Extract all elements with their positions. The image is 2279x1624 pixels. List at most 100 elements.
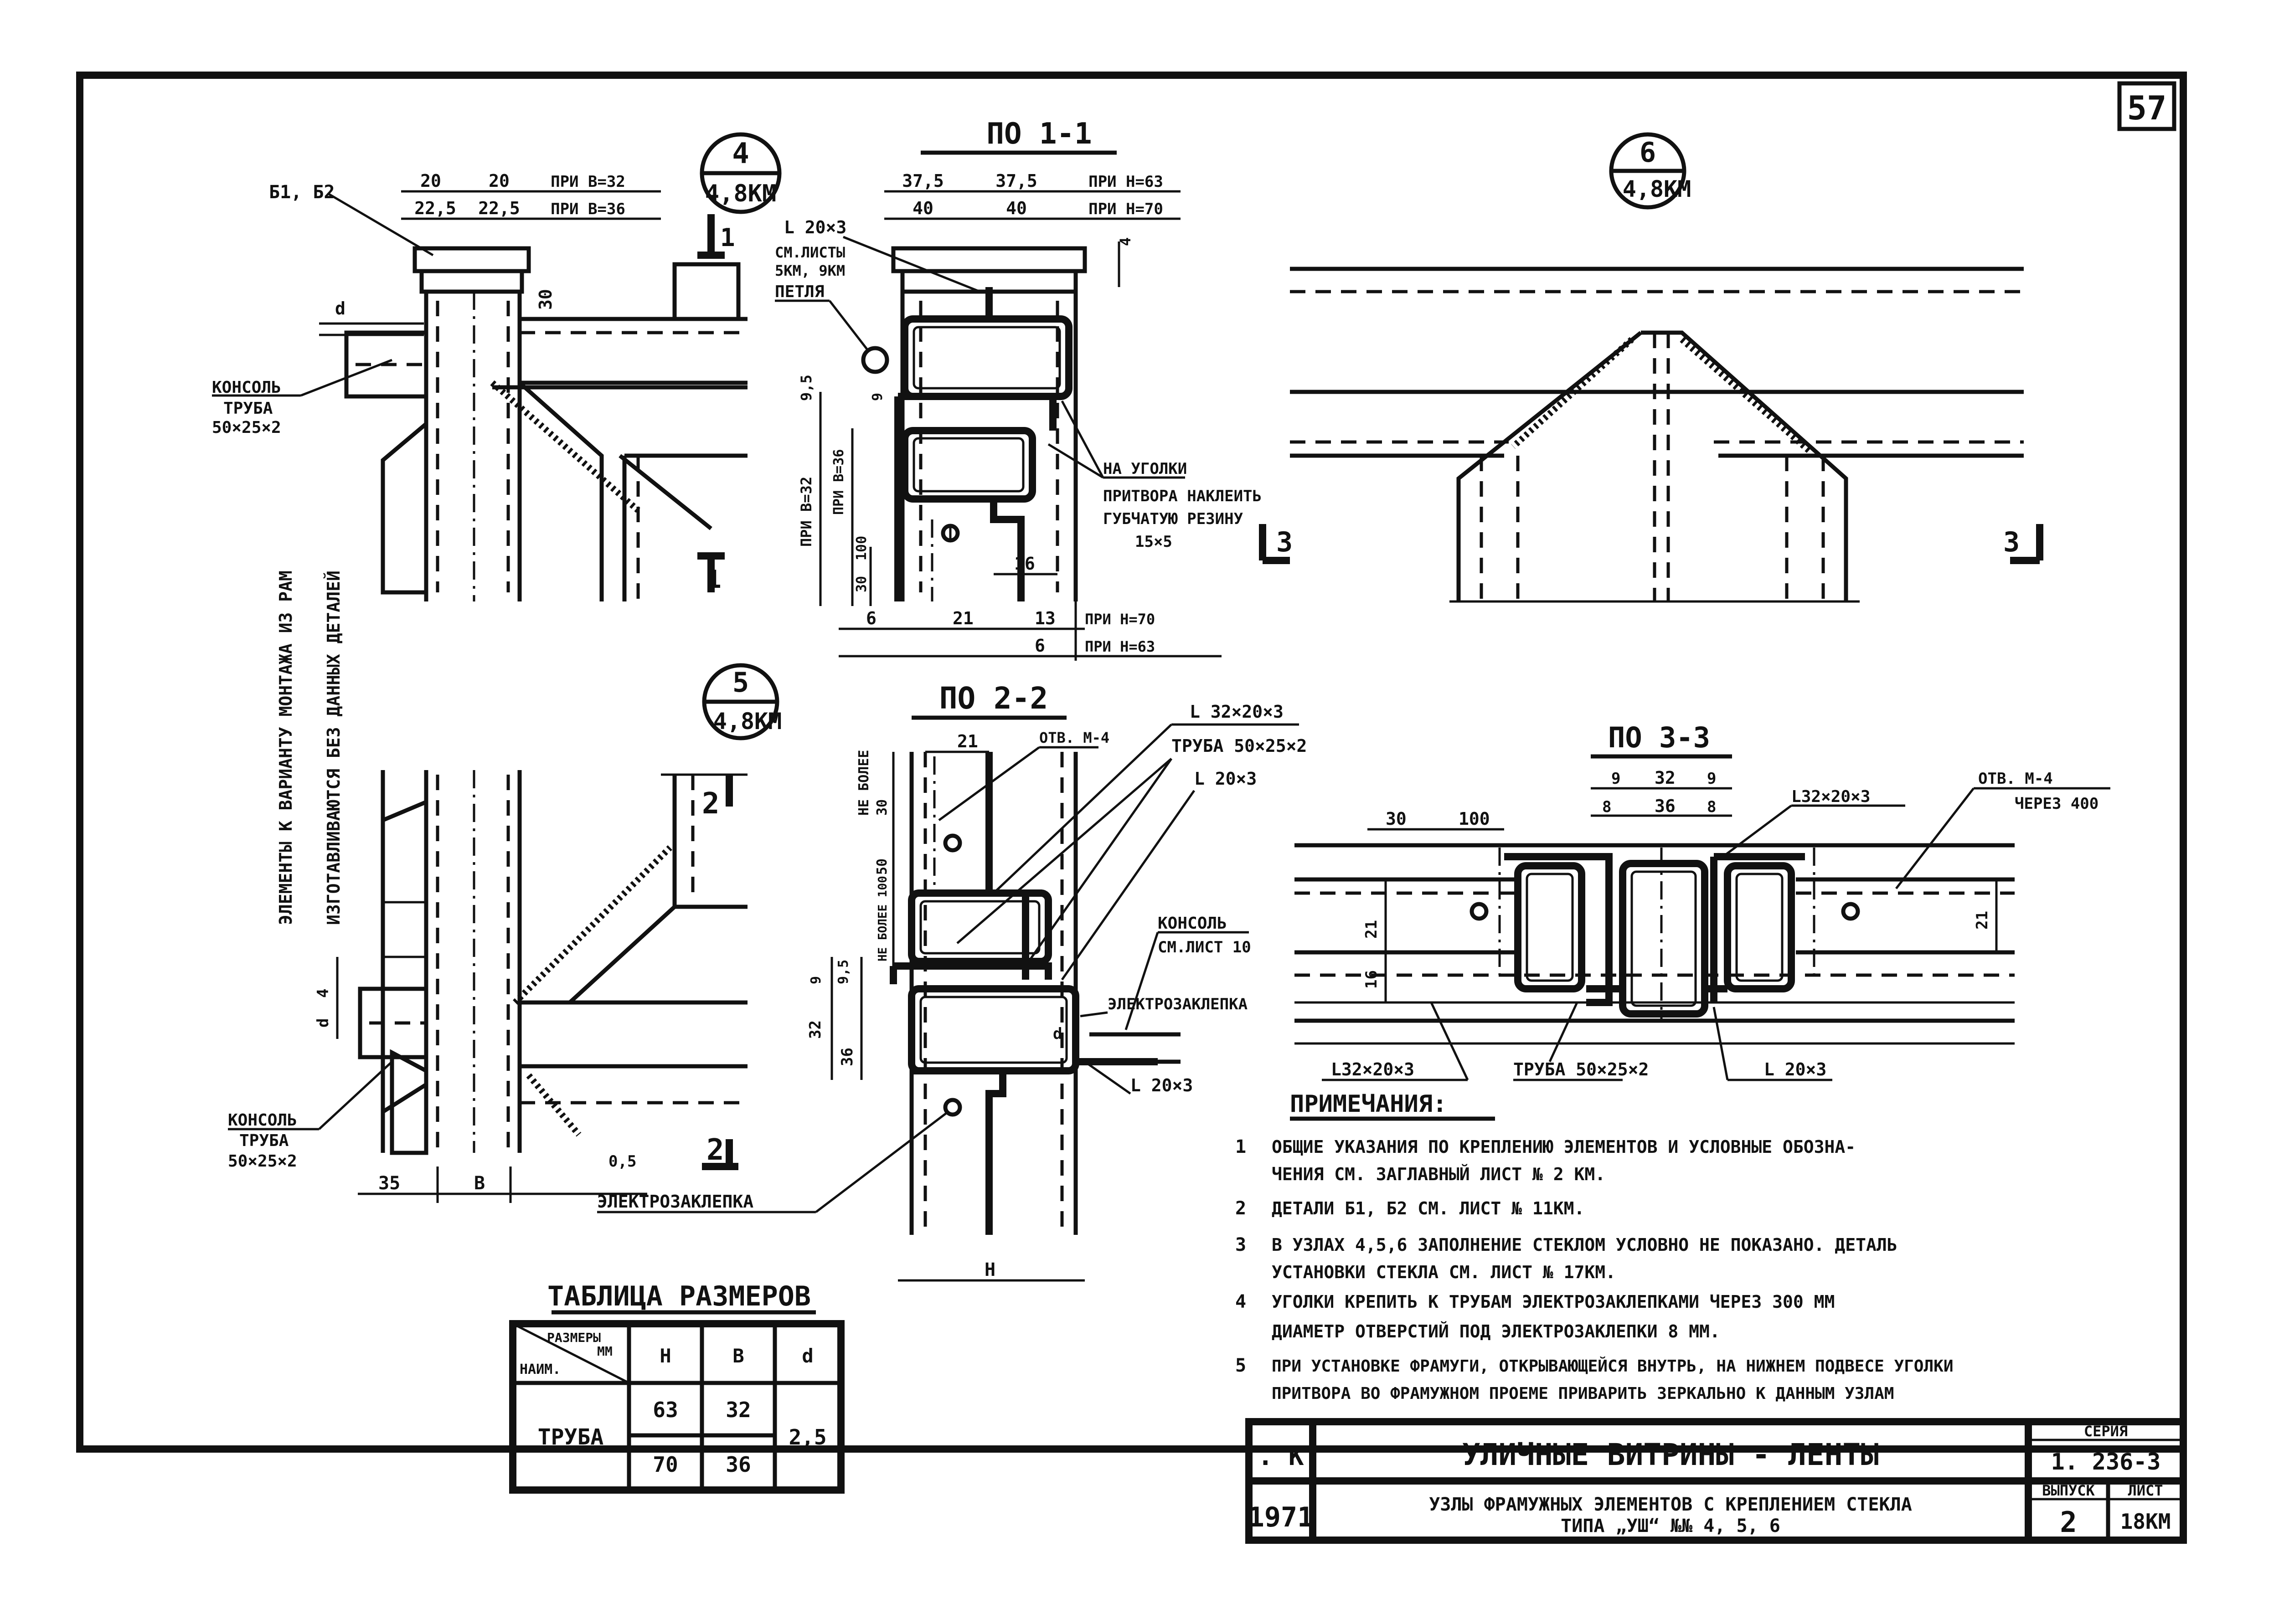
dim-d-c: d [1053, 1025, 1062, 1043]
label-l20x3-b: L 20×3 [1194, 769, 1257, 789]
sheet-number-box [2117, 81, 2176, 131]
dim-16: 16 [1014, 554, 1035, 574]
label-l32-b: L32×20×3 [1791, 787, 1870, 806]
label-truba-2: ТРУБА 50×25×2 [1171, 736, 1307, 756]
dim-pri-h70: ПРИ Н=70 [1088, 200, 1163, 218]
dim-30-a: 30 [536, 289, 556, 310]
dim-95-b: 9,5 [835, 960, 851, 984]
note-1-num: 1 [1235, 1136, 1246, 1157]
table-d: 2,5 [789, 1425, 826, 1449]
label-l20x3-d: L 20×3 [1764, 1059, 1826, 1079]
table-col-d: d [802, 1345, 813, 1367]
note-4-line1: УГОЛКИ КРЕПИТЬ К ТРУБАМ ЭЛЕКТРОЗАКЛЕПКАМ… [1272, 1292, 1835, 1312]
table-col-h: Н [660, 1345, 671, 1367]
cut-2-top: 2 [702, 787, 720, 821]
title-year: 1971 [1248, 1501, 1314, 1533]
label-cherez400: ЧЕРЕЗ 400 [2015, 795, 2099, 813]
note-4-num: 4 [1235, 1291, 1246, 1312]
sheet-number: 57 [2127, 89, 2167, 127]
dim-8-b: 8 [1707, 798, 1716, 816]
dim-9-b: 9 [808, 976, 824, 984]
detail-4-number: 4 [732, 137, 749, 170]
dim-4-b: 4 [314, 989, 332, 998]
label-rubber-size: 15×5 [1135, 533, 1172, 551]
dim-6-a: 6 [866, 608, 877, 628]
label-otv-m4: ОТВ. М-4 [1039, 729, 1109, 746]
label-konsol-2: КОНСОЛЬ [1158, 914, 1227, 933]
label-pritvora: ПРИТВОРА НАКЛЕИТЬ [1103, 487, 1262, 505]
detail-5-number: 5 [732, 667, 749, 699]
title-sub-1: УЗЛЫ ФРАМУЖНЫХ ЭЛЕМЕНТОВ С КРЕПЛЕНИЕМ СТ… [1429, 1494, 1912, 1515]
note-1-line2: ЧЕНИЯ СМ. ЗАГЛАВНЫЙ ЛИСТ № 2 КМ. [1272, 1164, 1605, 1184]
dim-32: 32 [806, 1020, 825, 1039]
dim-9-a: 9 [870, 393, 886, 401]
vertical-note-2: ИЗГОТАВЛИВАЮТСЯ БЕЗ ДАННЫХ ДЕТАЛЕЙ [324, 570, 344, 925]
label-elektro-1: ЭЛЕКТРОЗАКЛЕПКА [1108, 995, 1248, 1013]
label-pri-b32: ПРИ В=32 [798, 477, 815, 547]
section-1-1-title: ПО 1-1 [986, 117, 1092, 151]
dim-36-b: 36 [1655, 796, 1676, 816]
dim-4-a: 4 [1117, 237, 1134, 246]
label-pri-b36: ПРИ В=36 [831, 449, 847, 515]
dim-30-b: 30 [854, 576, 870, 592]
label-elektro-2: ЭЛЕКТРОЗАКЛЕПКА [597, 1192, 753, 1212]
table-h2: 70 [653, 1452, 678, 1477]
cut-1-bottom: 1 [706, 565, 722, 594]
dim-35: 35 [378, 1173, 400, 1194]
note-1-line1: ОБЩИЕ УКАЗАНИЯ ПО КРЕПЛЕНИЮ ЭЛЕМЕНТОВ И … [1272, 1137, 1856, 1157]
cut-3-right: 3 [2003, 526, 2020, 558]
label-l32: L 32×20×3 [1190, 702, 1284, 722]
table-b2: 36 [726, 1452, 751, 1477]
label-sm-list10: СМ.ЛИСТ 10 [1158, 938, 1251, 956]
table-b1: 32 [726, 1398, 751, 1422]
dim-pri-h63-b: ПРИ Н=63 [1085, 638, 1155, 655]
hinge-loop [861, 346, 889, 374]
dim-30-d: 30 [1386, 809, 1407, 829]
detail-6-number: 6 [1640, 137, 1656, 169]
dim-21-b: 21 [957, 731, 978, 751]
label-ne-bolee: НЕ БОЛЕЕ [856, 750, 872, 816]
label-ne-bolee-100: НЕ БОЛЕЕ 100 [876, 876, 890, 961]
dim-100-b: 100 [1459, 809, 1490, 829]
dim-95-a: 9,5 [798, 375, 815, 401]
dim-pri-h70-b: ПРИ Н=70 [1085, 611, 1155, 628]
note-2-line1: ДЕТАЛИ Б1, Б2 СМ. ЛИСТ № 11КМ. [1272, 1198, 1584, 1218]
detail-5-ref: 4,8КМ [713, 708, 782, 735]
vertical-note-1: ЭЛЕМЕНТЫ К ВАРИАНТУ МОНТАЖА ИЗ РАМ [276, 570, 296, 925]
label-truba-4: ТРУБА 50×25×2 [1513, 1059, 1649, 1079]
label-l20x3-a: L 20×3 [784, 217, 846, 237]
dim-16-b: 16 [1362, 970, 1381, 989]
note-3-line2: УСТАНОВКИ СТЕКЛА СМ. ЛИСТ № 17КМ. [1272, 1262, 1616, 1282]
vypusk-label: ВЫПУСК [2042, 1482, 2095, 1499]
section-1-1: ПО 1-1 37,5 37,5 ПРИ Н=63 40 40 ПРИ Н=70… [775, 117, 1262, 661]
note-5-line1: ПРИ УСТАНОВКЕ ФРАМУГИ, ОТКРЫВАЮЩЕЙСЯ ВНУ… [1272, 1357, 1954, 1376]
dim-375-a: 37,5 [902, 171, 944, 191]
dim-21-c: 21 [1362, 920, 1381, 939]
dim-pri-b32: ПРИ В=32 [551, 173, 625, 191]
table-corner-bottom: НАИМ. [520, 1362, 561, 1377]
dim-30-c: 30 [874, 799, 890, 816]
sheet-frame [76, 72, 2187, 1453]
detail-5: 5 4,8КМ 2 2 4 d 0,5 КОНСОЛЬ ТРУБА 50×25×… [228, 663, 782, 1203]
cut-1-top: 1 [720, 223, 735, 252]
dim-d-a: d [335, 298, 345, 319]
label-b1b2: Б1, Б2 [269, 182, 335, 203]
title-sub-2: ТИПА „УШ“ №№ 4, 5, 6 [1561, 1516, 1780, 1537]
dim-375-b: 37,5 [995, 171, 1037, 191]
label-konsol-3: КОНСОЛЬ [228, 1111, 297, 1130]
section-2-2-title: ПО 2-2 [939, 681, 1048, 716]
note-2-num: 2 [1235, 1198, 1246, 1219]
dim-pri-b36: ПРИ В=36 [551, 200, 625, 218]
dim-225-a: 22,5 [414, 198, 456, 218]
dim-21: 21 [953, 608, 974, 628]
notes-heading: ПРИМЕЧАНИЯ: [1290, 1090, 1447, 1118]
detail-4: 4 4,8КМ 20 20 ПРИ В=32 22,5 22,5 ПРИ В=3… [212, 132, 782, 601]
vypusk-value: 2 [2060, 1506, 2077, 1539]
dim-32-b: 32 [1655, 768, 1676, 788]
detail-6: 6 4,8КМ 3 3 [1259, 132, 2043, 603]
label-gubchatuyu: ГУБЧАТУЮ РЕЗИНУ [1103, 510, 1243, 528]
list-label: ЛИСТ [2128, 1482, 2163, 1499]
label-l20x3-c: L 20×3 [1130, 1075, 1193, 1095]
note-3-line1: В УЗЛАХ 4,5,6 ЗАПОЛНЕНИЕ СТЕКЛОМ УСЛОВНО… [1272, 1235, 1897, 1255]
dim-b-b: В [474, 1173, 485, 1194]
